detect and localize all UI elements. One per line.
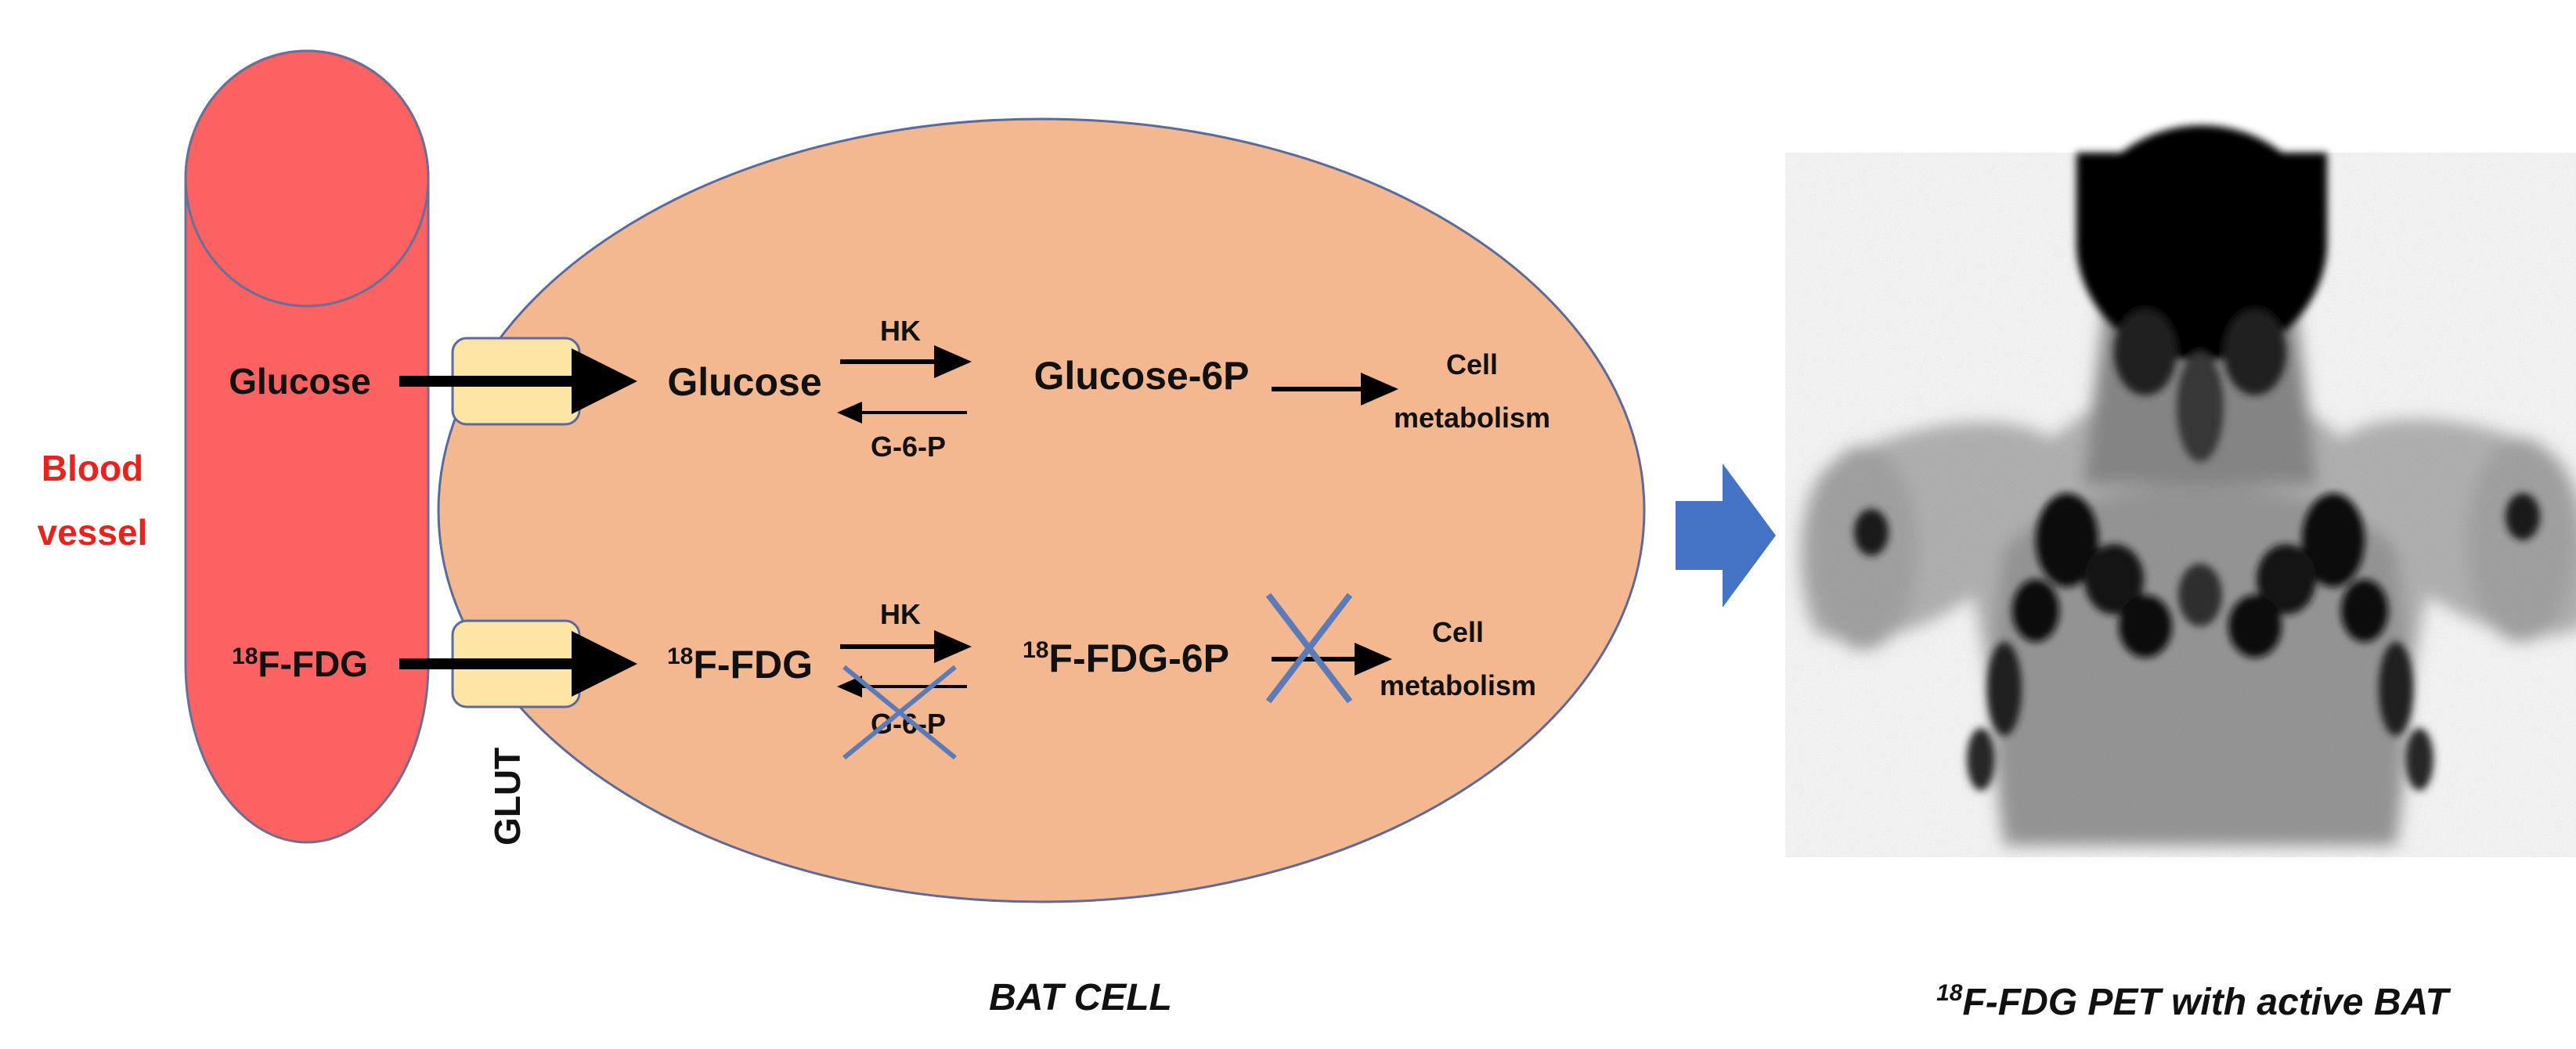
vessel-top-opening [184,49,430,308]
blood-vessel [184,49,430,844]
vessel-top-cap [184,49,430,308]
fdg-g6p-block-cross [842,665,957,760]
cell-fdg-sup: 18 [667,643,693,669]
fdg-hk-label: HK [880,598,921,630]
bat-cell-body [437,117,1646,903]
pet-caption-text: F-FDG PET with active BAT [1962,982,2451,1023]
cell-glucose-label: Glucose [667,360,821,404]
fdg6p-sup: 18 [1023,637,1048,663]
cell-fdg-label: 18F-FDG [667,643,813,687]
glucose6p-label: Glucose-6P [1034,354,1249,398]
fdg6p-text: F-FDG-6P [1048,636,1229,680]
cell-fdg-text: F-FDG [693,643,813,687]
bat-cell-caption: BAT CELL [989,977,1172,1018]
glucose-fate-line1: Cell [1446,348,1498,380]
glut-label: GLUT [487,748,528,845]
glucose-g6p-label: G-6-P [871,431,946,463]
vessel-bottom-cap [186,485,428,842]
vessel-label-line2: vessel [38,512,148,553]
fdg-g6p-label: G-6-P [871,708,946,740]
fdg-fate-line2: metabolism [1380,669,1536,701]
vessel-fdg-sup: 18 [232,643,258,669]
vessel-outline [184,178,430,844]
glucose-fate-line2: metabolism [1394,402,1550,434]
pet-scan-image [1785,125,2576,857]
vessel-glucose-label: Glucose [229,361,371,402]
fdg-metabolism-block-cross [1265,593,1353,704]
vessel-fdg-text: F-FDG [258,643,368,684]
vessel-fdg-label: 18F-FDG [232,643,368,684]
pet-caption: 18F-FDG PET with active BAT [1936,980,2452,1023]
vessel-label-line1: Blood [41,448,143,488]
fdg6p-label: 18F-FDG-6P [1023,636,1229,680]
pet-caption-sup: 18 [1936,980,1963,1006]
fdg-fate-line1: Cell [1432,616,1484,648]
result-arrow-icon [1676,463,1776,607]
glucose-hk-label: HK [880,315,921,347]
